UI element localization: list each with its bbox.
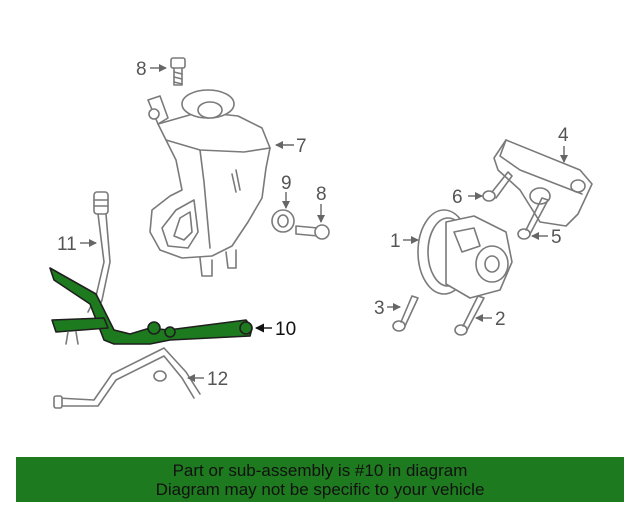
part-12-line — [53, 347, 201, 409]
part-3-bolt — [392, 295, 419, 332]
banner-line-2: Diagram may not be specific to your vehi… — [155, 479, 485, 499]
part-8-bolt-top — [170, 57, 186, 86]
part-7-reservoir — [147, 89, 271, 277]
callout-7: 7 — [296, 136, 307, 157]
callout-6: 6 — [452, 187, 463, 208]
part-4-bracket — [493, 139, 593, 227]
callout-10: 10 — [275, 319, 296, 340]
callout-4: 4 — [558, 125, 569, 146]
callout-5: 5 — [551, 227, 562, 248]
callout-8-lower: 8 — [316, 184, 327, 205]
part-6-bolt — [482, 171, 513, 202]
callout-1: 1 — [390, 231, 401, 252]
callout-9: 9 — [281, 173, 292, 194]
callout-leaders — [80, 64, 568, 382]
callout-11: 11 — [57, 234, 77, 255]
part-8-bolt-lower — [295, 224, 330, 240]
part-1-pump — [417, 209, 513, 299]
callout-12: 12 — [207, 369, 228, 390]
callout-3: 3 — [374, 298, 385, 319]
part-9-grommet — [271, 209, 295, 233]
part-10-pressure-line — [49, 267, 253, 345]
part-2-bolt — [454, 295, 485, 336]
info-banner: Part or sub-assembly is #10 in diagram D… — [16, 457, 624, 502]
banner-line-1: Part or sub-assembly is #10 in diagram — [172, 460, 468, 480]
parts-diagram: 8 7 9 8 11 10 12 4 6 5 1 3 2 — [49, 57, 593, 409]
callout-8-top: 8 — [136, 59, 147, 80]
callout-2: 2 — [495, 309, 506, 330]
part-5-bolt — [517, 197, 549, 240]
